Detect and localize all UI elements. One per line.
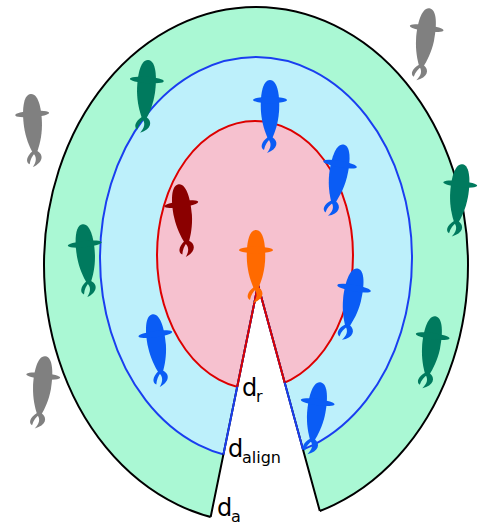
distance-subscript: align: [242, 450, 281, 466]
distance-subscript: r: [256, 389, 263, 405]
distance-subscript: a: [231, 509, 241, 525]
distance-symbol: d: [242, 376, 257, 400]
distance-symbol: d: [217, 496, 232, 520]
distance-symbol: d: [228, 437, 243, 461]
